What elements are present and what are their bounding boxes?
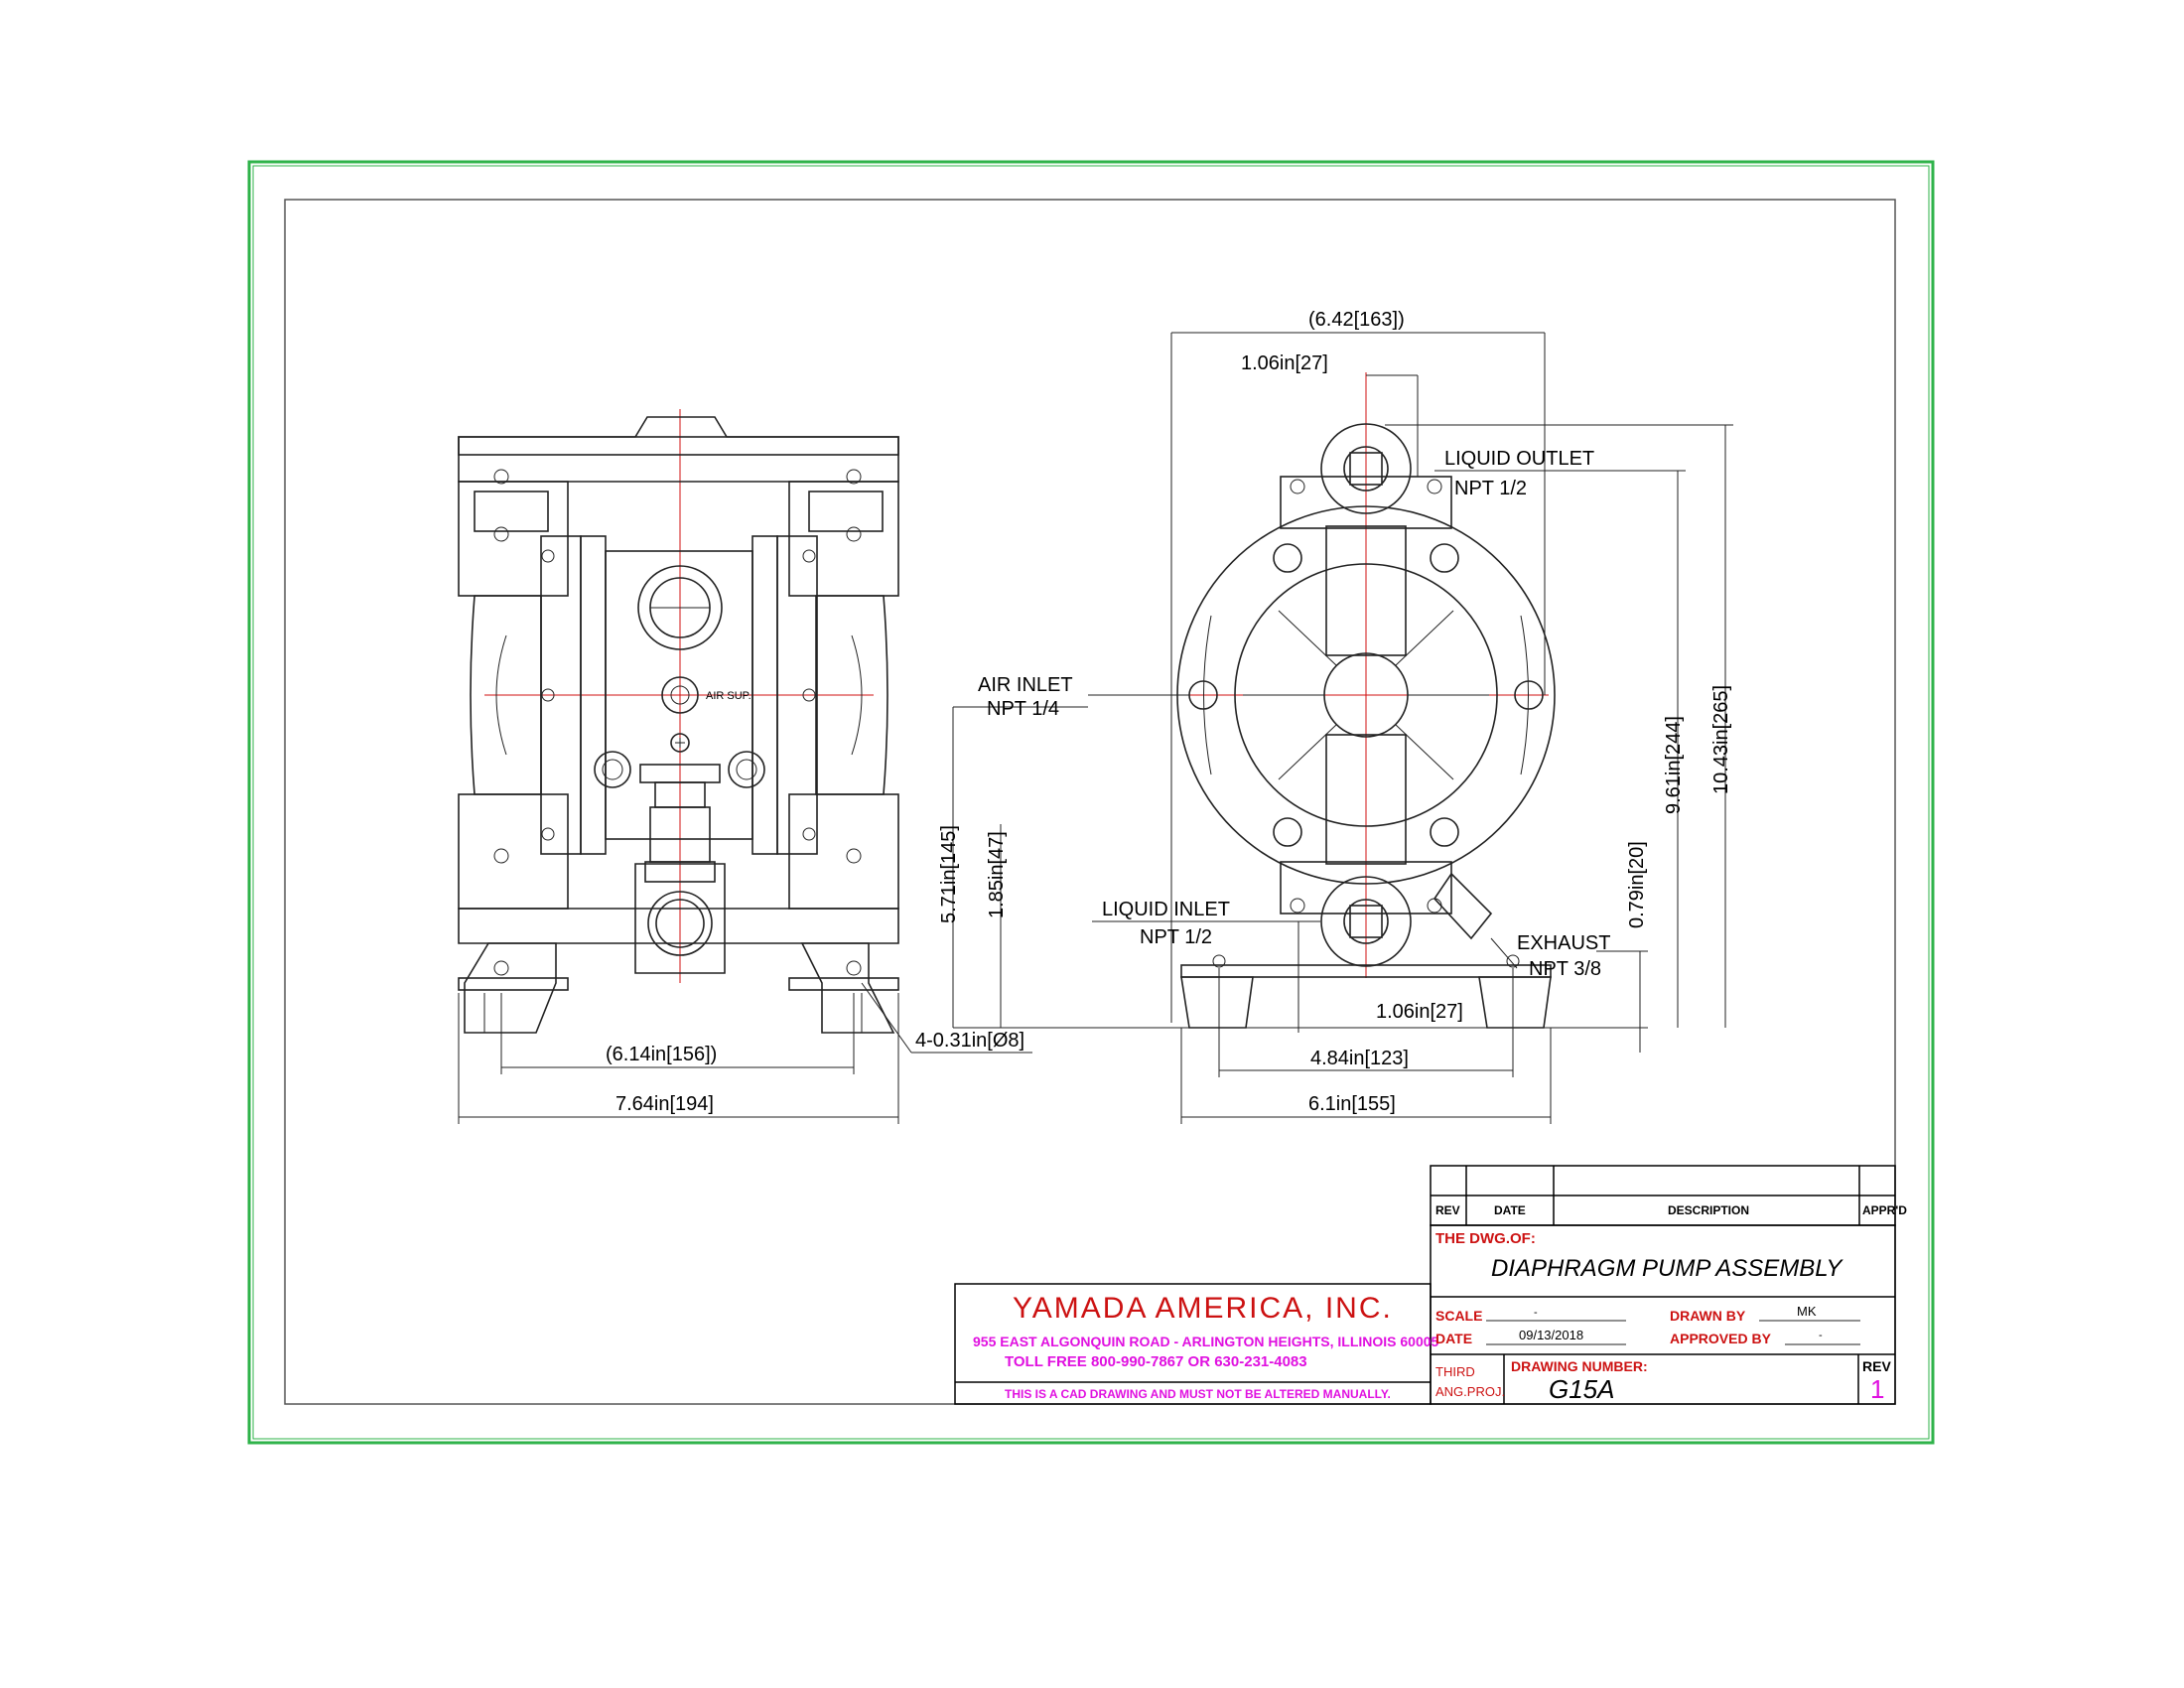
- dim-base-width: 6.1in[155]: [1308, 1093, 1396, 1115]
- company-address: 955 EAST ALGONQUIN ROAD - ARLINGTON HEIG…: [973, 1334, 1439, 1349]
- dim-outlet-height: 9.61in[244]: [1663, 716, 1685, 814]
- title-block: [954, 1224, 1896, 1405]
- rev-value: 1: [1870, 1374, 1884, 1404]
- rev-col-description: DESCRIPTION: [1668, 1203, 1749, 1217]
- dim-exhaust-height: 0.79in[20]: [1626, 841, 1648, 928]
- dim-inlet-height: 1.85in[47]: [986, 831, 1008, 918]
- company-name: YAMADA AMERICA, INC.: [1013, 1292, 1393, 1325]
- dim-air-height: 5.71in[145]: [938, 825, 960, 923]
- liquid-outlet-label: LIQUID OUTLET: [1444, 448, 1594, 470]
- dim-base-bolts: 4.84in[123]: [1310, 1048, 1409, 1069]
- air-inlet-label: AIR INLET: [978, 674, 1073, 696]
- dim-inlet-offset: 1.06in[27]: [1376, 1001, 1463, 1023]
- rev-col-date: DATE: [1494, 1203, 1526, 1217]
- side-view: [952, 332, 1733, 1124]
- dim-bolt-spacing: (6.14in[156]): [606, 1044, 717, 1065]
- date-label: DATE: [1435, 1331, 1472, 1346]
- liquid-inlet-label: LIQUID INLET: [1102, 899, 1230, 920]
- approved-by-value: -: [1819, 1330, 1823, 1341]
- exhaust-label: EXHAUST: [1517, 932, 1610, 954]
- dwg-of-label: THE DWG.OF:: [1435, 1230, 1536, 1247]
- date-value: 09/13/2018: [1519, 1328, 1583, 1342]
- dim-overall-height: 10.43in[265]: [1710, 685, 1732, 794]
- drawn-by-label: DRAWN BY: [1670, 1308, 1746, 1324]
- company-phone: TOLL FREE 800-990-7867 OR 630-231-4083: [1005, 1353, 1307, 1370]
- drawing-number: G15A: [1549, 1374, 1615, 1404]
- svg-text:AIR SUP.: AIR SUP.: [706, 690, 751, 702]
- inner-border: [284, 199, 1896, 1405]
- outer-border: [247, 160, 1935, 1445]
- exhaust-size: NPT 3/8: [1529, 958, 1601, 980]
- air-inlet-size: NPT 1/4: [987, 698, 1059, 720]
- liquid-outlet-size: NPT 1/2: [1454, 478, 1527, 499]
- dim-depth: (6.42[163]): [1308, 309, 1405, 331]
- dwg-title: DIAPHRAGM PUMP ASSEMBLY: [1491, 1255, 1843, 1282]
- drawing-number-label: DRAWING NUMBER:: [1511, 1358, 1648, 1374]
- rev-col-apprd: APPR'D: [1862, 1203, 1907, 1217]
- dim-overall-width: 7.64in[194]: [615, 1093, 714, 1115]
- scale-label: SCALE: [1435, 1308, 1482, 1324]
- rev-label: REV: [1862, 1358, 1891, 1374]
- projection-line1: THIRD: [1435, 1364, 1475, 1379]
- approved-by-label: APPROVED BY: [1670, 1331, 1772, 1346]
- liquid-inlet-size: NPT 1/2: [1140, 926, 1212, 948]
- cad-notice: THIS IS A CAD DRAWING AND MUST NOT BE AL…: [1005, 1387, 1391, 1401]
- dim-mount-hole: 4-0.31in[Ø8]: [915, 1030, 1024, 1052]
- rev-col-rev: REV: [1435, 1203, 1460, 1217]
- front-view: AIR SUP.: [458, 409, 1032, 1124]
- outer-border-inner: [252, 165, 1930, 1440]
- dim-outlet-offset: 1.06in[27]: [1241, 352, 1328, 374]
- projection-line2: ANG.PROJ.: [1435, 1384, 1505, 1399]
- scale-value: -: [1534, 1307, 1538, 1319]
- drawn-by-value: MK: [1797, 1304, 1817, 1319]
